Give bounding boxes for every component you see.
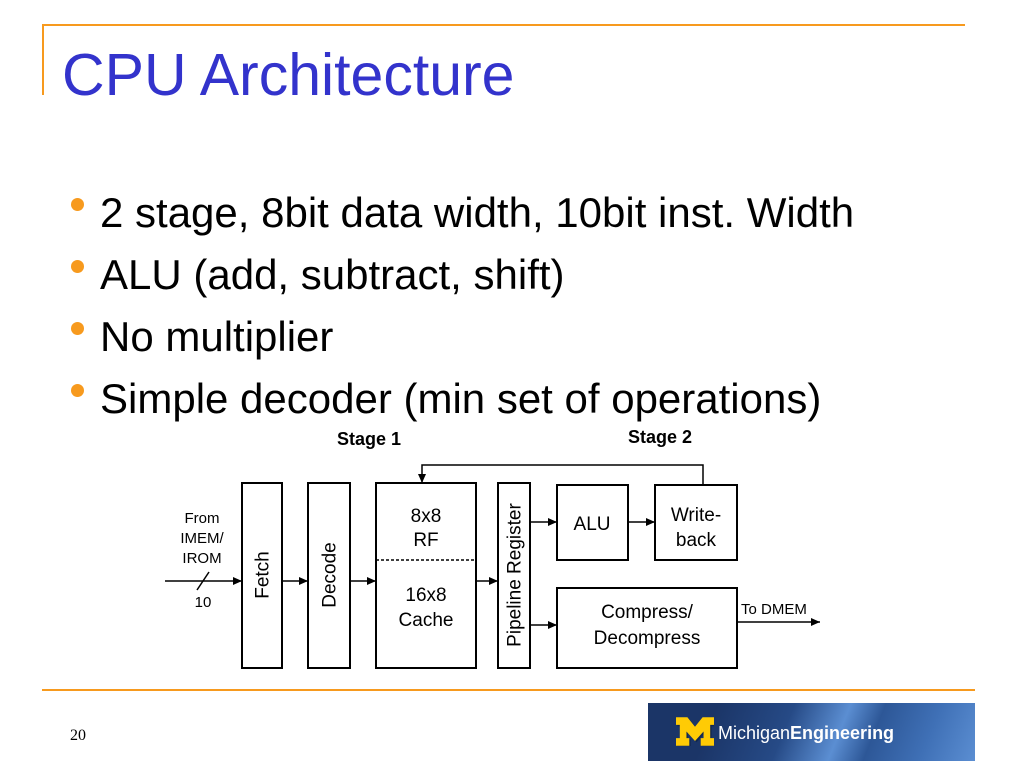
logo-name-regular: Michigan [718, 723, 791, 743]
fetch-block [241, 482, 283, 669]
rf-cache-block [375, 482, 477, 669]
left-accent-line [42, 24, 44, 95]
top-accent-line [42, 24, 965, 26]
bullet-item: Simple decoder (min set of operations) [0, 368, 854, 430]
register-file-size-label: 8x8 [411, 506, 442, 527]
fetch-label: Fetch [253, 551, 274, 599]
bullet-item: 2 stage, 8bit data width, 10bit inst. Wi… [0, 182, 854, 244]
bottom-accent-line [42, 689, 975, 691]
alu-label: ALU [574, 514, 611, 535]
cpu-block-diagram: Stage 1 Stage 2 From IMEM/ IROM 10 Fetch… [165, 427, 820, 669]
compress-label: Compress/ [601, 602, 694, 623]
output-destination-label: To DMEM [741, 601, 807, 618]
writeback-feedback-arrow [418, 464, 704, 485]
bullet-text: Simple decoder (min set of operations) [100, 375, 822, 422]
bullet-item: ALU (add, subtract, shift) [0, 244, 854, 306]
register-file-label: RF [413, 530, 438, 551]
input-source-label: IMEM/ [180, 530, 224, 547]
compress-decompress-block [556, 587, 738, 669]
cache-size-label: 16x8 [405, 585, 446, 606]
decode-label: Decode [320, 542, 341, 608]
bullet-item: No multiplier [0, 306, 854, 368]
stage-2-label: Stage 2 [628, 427, 692, 447]
bullet-icon [71, 198, 84, 211]
pipeline-register-label: Pipeline Register [505, 503, 526, 647]
decompress-label: Decompress [594, 628, 701, 649]
logo-wordmark: MichiganEngineering [718, 723, 894, 743]
block-m-icon [676, 717, 714, 746]
bullet-list: 2 stage, 8bit data width, 10bit inst. Wi… [0, 182, 854, 430]
cache-label: Cache [399, 610, 454, 631]
bullet-text: ALU (add, subtract, shift) [100, 251, 565, 298]
bullet-icon [71, 260, 84, 273]
input-source-label: From [185, 510, 220, 527]
slide-title: CPU Architecture [62, 42, 515, 108]
bus-width-slash [196, 571, 210, 591]
bus-width-label: 10 [195, 594, 212, 611]
bullet-text: 2 stage, 8bit data width, 10bit inst. Wi… [100, 189, 855, 236]
logo-name-bold: Engineering [790, 723, 895, 743]
bullet-icon [71, 322, 84, 335]
writeback-label: Write- [671, 505, 721, 526]
michigan-engineering-logo: MichiganEngineering [648, 703, 975, 761]
input-source-label: IROM [182, 550, 221, 567]
writeback-label: back [676, 530, 717, 551]
pipeline-register-block [497, 482, 531, 669]
stage-1-label: Stage 1 [337, 429, 401, 449]
decode-block [307, 482, 351, 669]
page-number: 20 [70, 727, 86, 744]
bullet-icon [71, 384, 84, 397]
bullet-text: No multiplier [100, 313, 334, 360]
